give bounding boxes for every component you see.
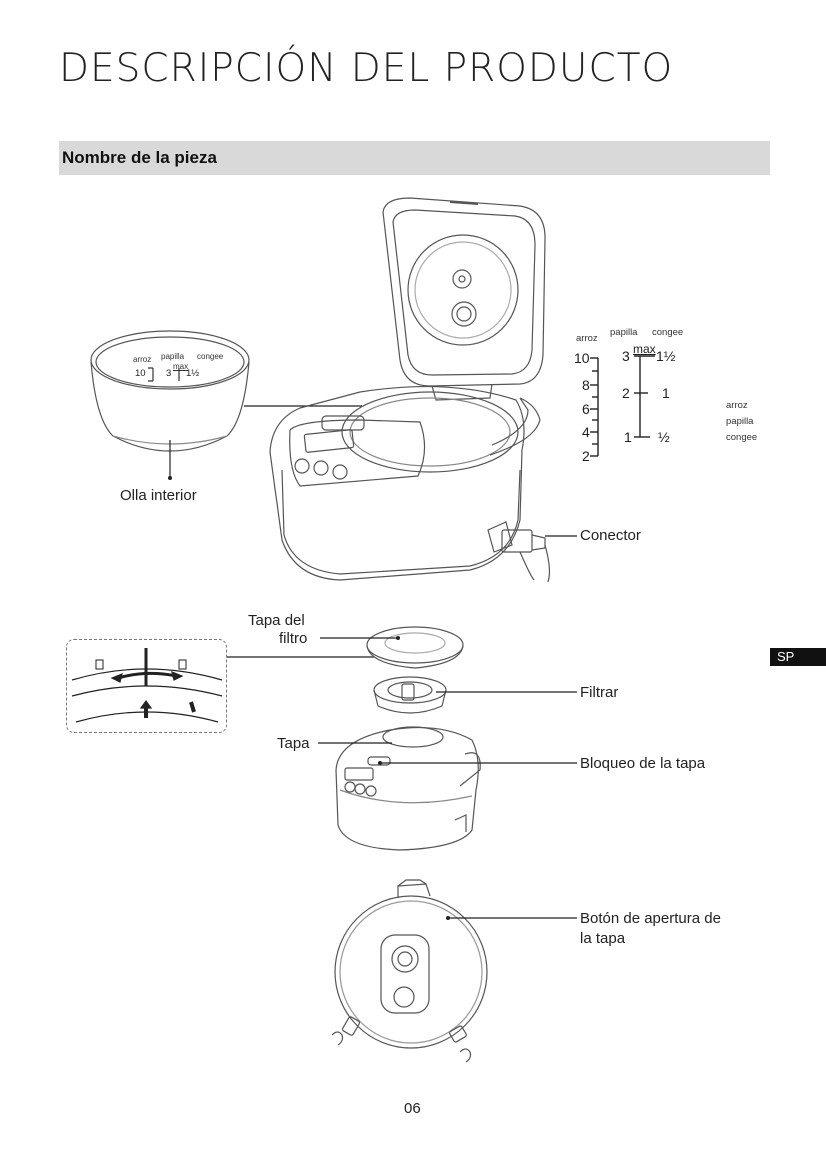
- pot-scale-value-1-5: 1½: [186, 368, 200, 379]
- section-header-bar: Nombre de la pieza: [59, 141, 770, 175]
- scale-congee-half: ½: [658, 429, 670, 445]
- scale-congee-1-5: 1½: [656, 348, 676, 364]
- legend-arroz: arroz: [726, 400, 748, 411]
- pot-scale-header-arroz: arroz: [133, 355, 152, 364]
- pot-scale-value-3: 3: [166, 368, 172, 379]
- filter-cap-label-line2: filtro: [279, 630, 308, 647]
- filter-cap-drawing: [366, 626, 464, 669]
- inner-pot-drawing: [90, 330, 250, 452]
- scale-papilla-3: 3: [622, 348, 630, 364]
- scale-header-arroz: arroz: [576, 333, 598, 344]
- lid-open-button-label-line2: la tapa: [580, 930, 626, 947]
- connector-label: Conector: [580, 527, 641, 544]
- legend-papilla: papilla: [726, 416, 754, 427]
- pot-scale-max: max: [173, 362, 189, 371]
- scale-papilla-2: 2: [622, 385, 630, 401]
- page-title: DESCRIPCIÓN DEL PRODUCTO: [59, 46, 674, 91]
- rice-cooker-closed-drawing: [335, 726, 481, 851]
- filter-label: Filtrar: [580, 684, 619, 701]
- lid-open-button-label-line1: Botón de apertura de: [580, 910, 721, 927]
- filter-drawing: [373, 676, 447, 714]
- scale-arroz-4: 4: [582, 424, 590, 440]
- scale-header-papilla: papilla: [610, 327, 638, 338]
- pot-scale-header-papilla: papilla: [161, 352, 185, 361]
- inner-lid-drawing: [331, 879, 488, 1063]
- pot-scale-header-congee: congee: [197, 352, 224, 361]
- inner-pot-label: Olla interior: [120, 487, 197, 504]
- page-number: 06: [404, 1100, 421, 1117]
- section-title: Nombre de la pieza: [62, 148, 217, 167]
- lid-lock-label: Bloqueo de la tapa: [580, 755, 706, 772]
- scale-congee-1: 1: [662, 385, 670, 401]
- scale-papilla-1: 1: [624, 429, 632, 445]
- pot-scale-value-10: 10: [135, 368, 146, 379]
- lid-label: Tapa: [277, 735, 310, 752]
- scale-max: max: [633, 342, 656, 356]
- rice-cooker-open-drawing: [269, 197, 551, 583]
- scale-drawing: [590, 355, 655, 457]
- scale-arroz-8: 8: [582, 377, 590, 393]
- filter-cap-label-line1: Tapa del: [248, 612, 305, 629]
- scale-arroz-10: 10: [574, 350, 590, 366]
- lock-detail-inset: [66, 639, 227, 733]
- scale-header-congee: congee: [652, 327, 684, 338]
- legend-congee: congee: [726, 432, 758, 443]
- scale-arroz-6: 6: [582, 401, 590, 417]
- scale-arroz-2: 2: [582, 448, 590, 464]
- lock-detail-drawing: [71, 648, 223, 723]
- language-tab: SP: [770, 648, 826, 666]
